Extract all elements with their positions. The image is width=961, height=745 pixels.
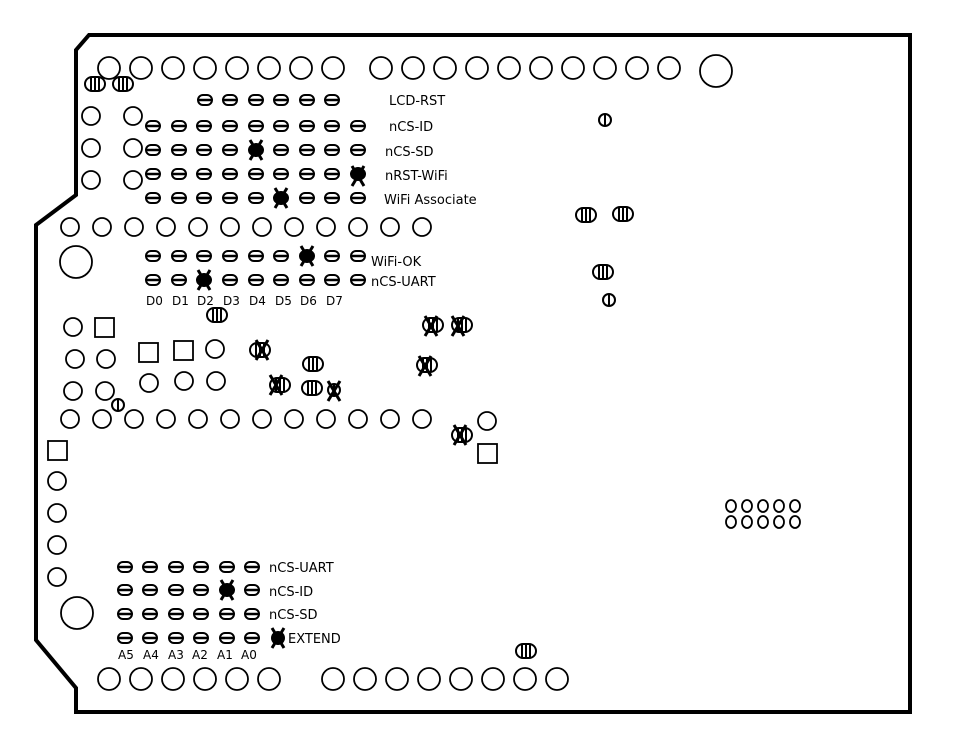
col-label-a4: A4	[143, 648, 159, 662]
label-ncs-sd-bottom: nCS-SD	[269, 608, 318, 623]
components	[84, 76, 634, 659]
middle-header-row	[59, 217, 432, 279]
col-label-d4: D4	[249, 294, 266, 308]
label-nrst-wifi: nRST-WiFi	[385, 169, 448, 184]
col-label-a0: A0	[241, 648, 257, 662]
analog-column-labels: A5 A4 A3 A2 A1 A0	[118, 648, 257, 662]
col-label-a1: A1	[217, 648, 233, 662]
col-label-d3: D3	[223, 294, 240, 308]
label-ncs-id: nCS-ID	[389, 120, 433, 135]
col-label-a2: A2	[192, 648, 208, 662]
col-label-d2: D2	[197, 294, 214, 308]
top-jumper-matrix	[144, 93, 367, 292]
col-label-a5: A5	[118, 648, 134, 662]
top-header	[97, 54, 733, 88]
col-label-d0: D0	[146, 294, 163, 308]
col-label-d6: D6	[300, 294, 317, 308]
digital-column-labels: D0 D1 D2 D3 D4 D5 D6 D7	[146, 294, 343, 308]
col-label-d7: D7	[326, 294, 343, 308]
label-extend: EXTEND	[288, 632, 341, 647]
label-ncs-uart-bottom: nCS-UART	[269, 561, 334, 576]
board-outline	[34, 33, 912, 714]
label-ncs-uart-top: nCS-UART	[371, 275, 436, 290]
col-label-d5: D5	[275, 294, 292, 308]
col-label-a3: A3	[168, 648, 184, 662]
lower-header-row	[60, 409, 498, 464]
label-lcd-rst: LCD-RST	[389, 94, 445, 109]
left-holes	[81, 106, 143, 190]
label-wifi-ok: WiFi-OK	[371, 255, 422, 270]
bottom-jumper-matrix	[116, 560, 286, 650]
right-connector	[725, 499, 801, 529]
label-ncs-sd: nCS-SD	[385, 145, 434, 160]
label-ncs-id-bottom: nCS-ID	[269, 585, 313, 600]
icsp-pads	[63, 317, 226, 401]
bottom-header	[97, 667, 569, 691]
label-wifi-associate: WiFi Associate	[384, 193, 477, 208]
col-label-d1: D1	[172, 294, 189, 308]
power-header	[47, 440, 94, 630]
